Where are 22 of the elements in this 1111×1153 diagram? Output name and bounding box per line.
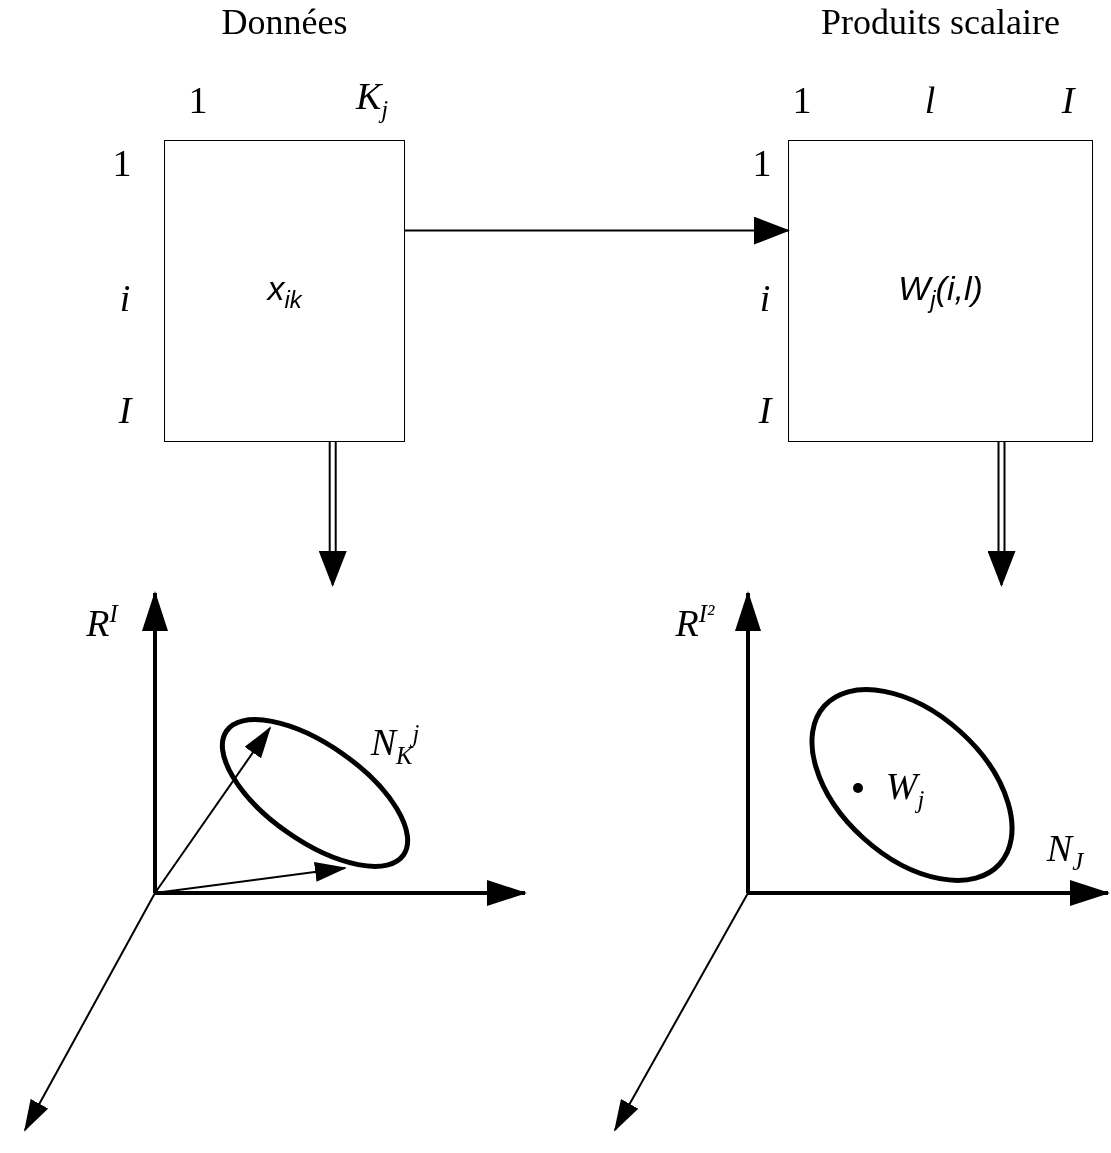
math-label: i — [759, 279, 771, 317]
math-label: 1 — [792, 81, 812, 119]
math-label: 1 — [188, 81, 208, 119]
math-label: i — [119, 279, 131, 317]
math-label: l — [924, 81, 936, 119]
math-label: R$^{I²}$ — [675, 602, 715, 642]
arrow — [404, 216, 790, 245]
matrix-heading: Données — [221, 1, 348, 43]
matrix-heading: Produits scalaire — [821, 1, 1060, 43]
math-label: I — [1061, 81, 1075, 119]
math-label: R$^{I}$ — [86, 602, 118, 642]
math-label: I — [118, 391, 132, 429]
math-label: N$_{J}$ — [1046, 829, 1084, 875]
matrix-entry: x$_{ik}$ — [267, 268, 302, 314]
arrow — [987, 441, 1016, 587]
arrow — [318, 441, 347, 587]
math-label: W$_{j}$ — [885, 767, 925, 813]
math-label: I — [758, 391, 772, 429]
math-label: 1 — [752, 144, 772, 182]
math-label: K$_{j}$ — [355, 77, 389, 123]
math-label: 1 — [112, 144, 132, 182]
matrix-entry: W$_{j}$(i,l) — [898, 268, 983, 314]
